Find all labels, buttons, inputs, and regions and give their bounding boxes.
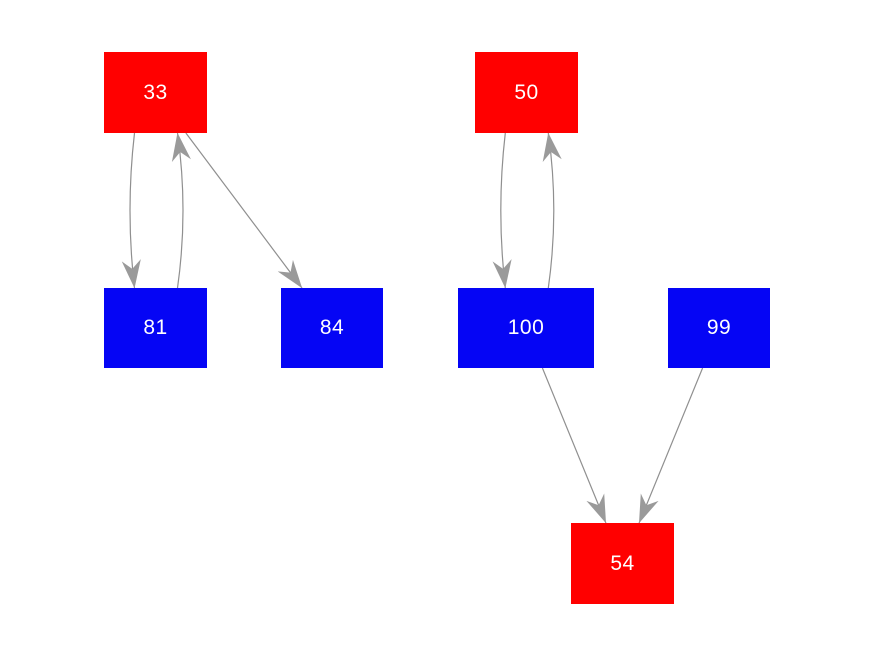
node-81: 81: [104, 288, 207, 368]
node-100: 100: [458, 288, 594, 368]
edge-100-50: [542, 132, 562, 289]
edge-33-81: [121, 132, 141, 289]
node-99: 99: [668, 288, 770, 368]
node-50: 50: [475, 52, 578, 133]
edge-33-84: [185, 132, 303, 289]
edge-81-33: [171, 132, 191, 289]
edge-layer: [121, 132, 704, 524]
node-54: 54: [571, 523, 674, 604]
node-33: 33: [104, 52, 207, 133]
edge-50-100: [492, 132, 512, 289]
node-84: 84: [281, 288, 383, 368]
edge-100-54: [541, 367, 607, 524]
edge-99-54: [638, 367, 704, 524]
